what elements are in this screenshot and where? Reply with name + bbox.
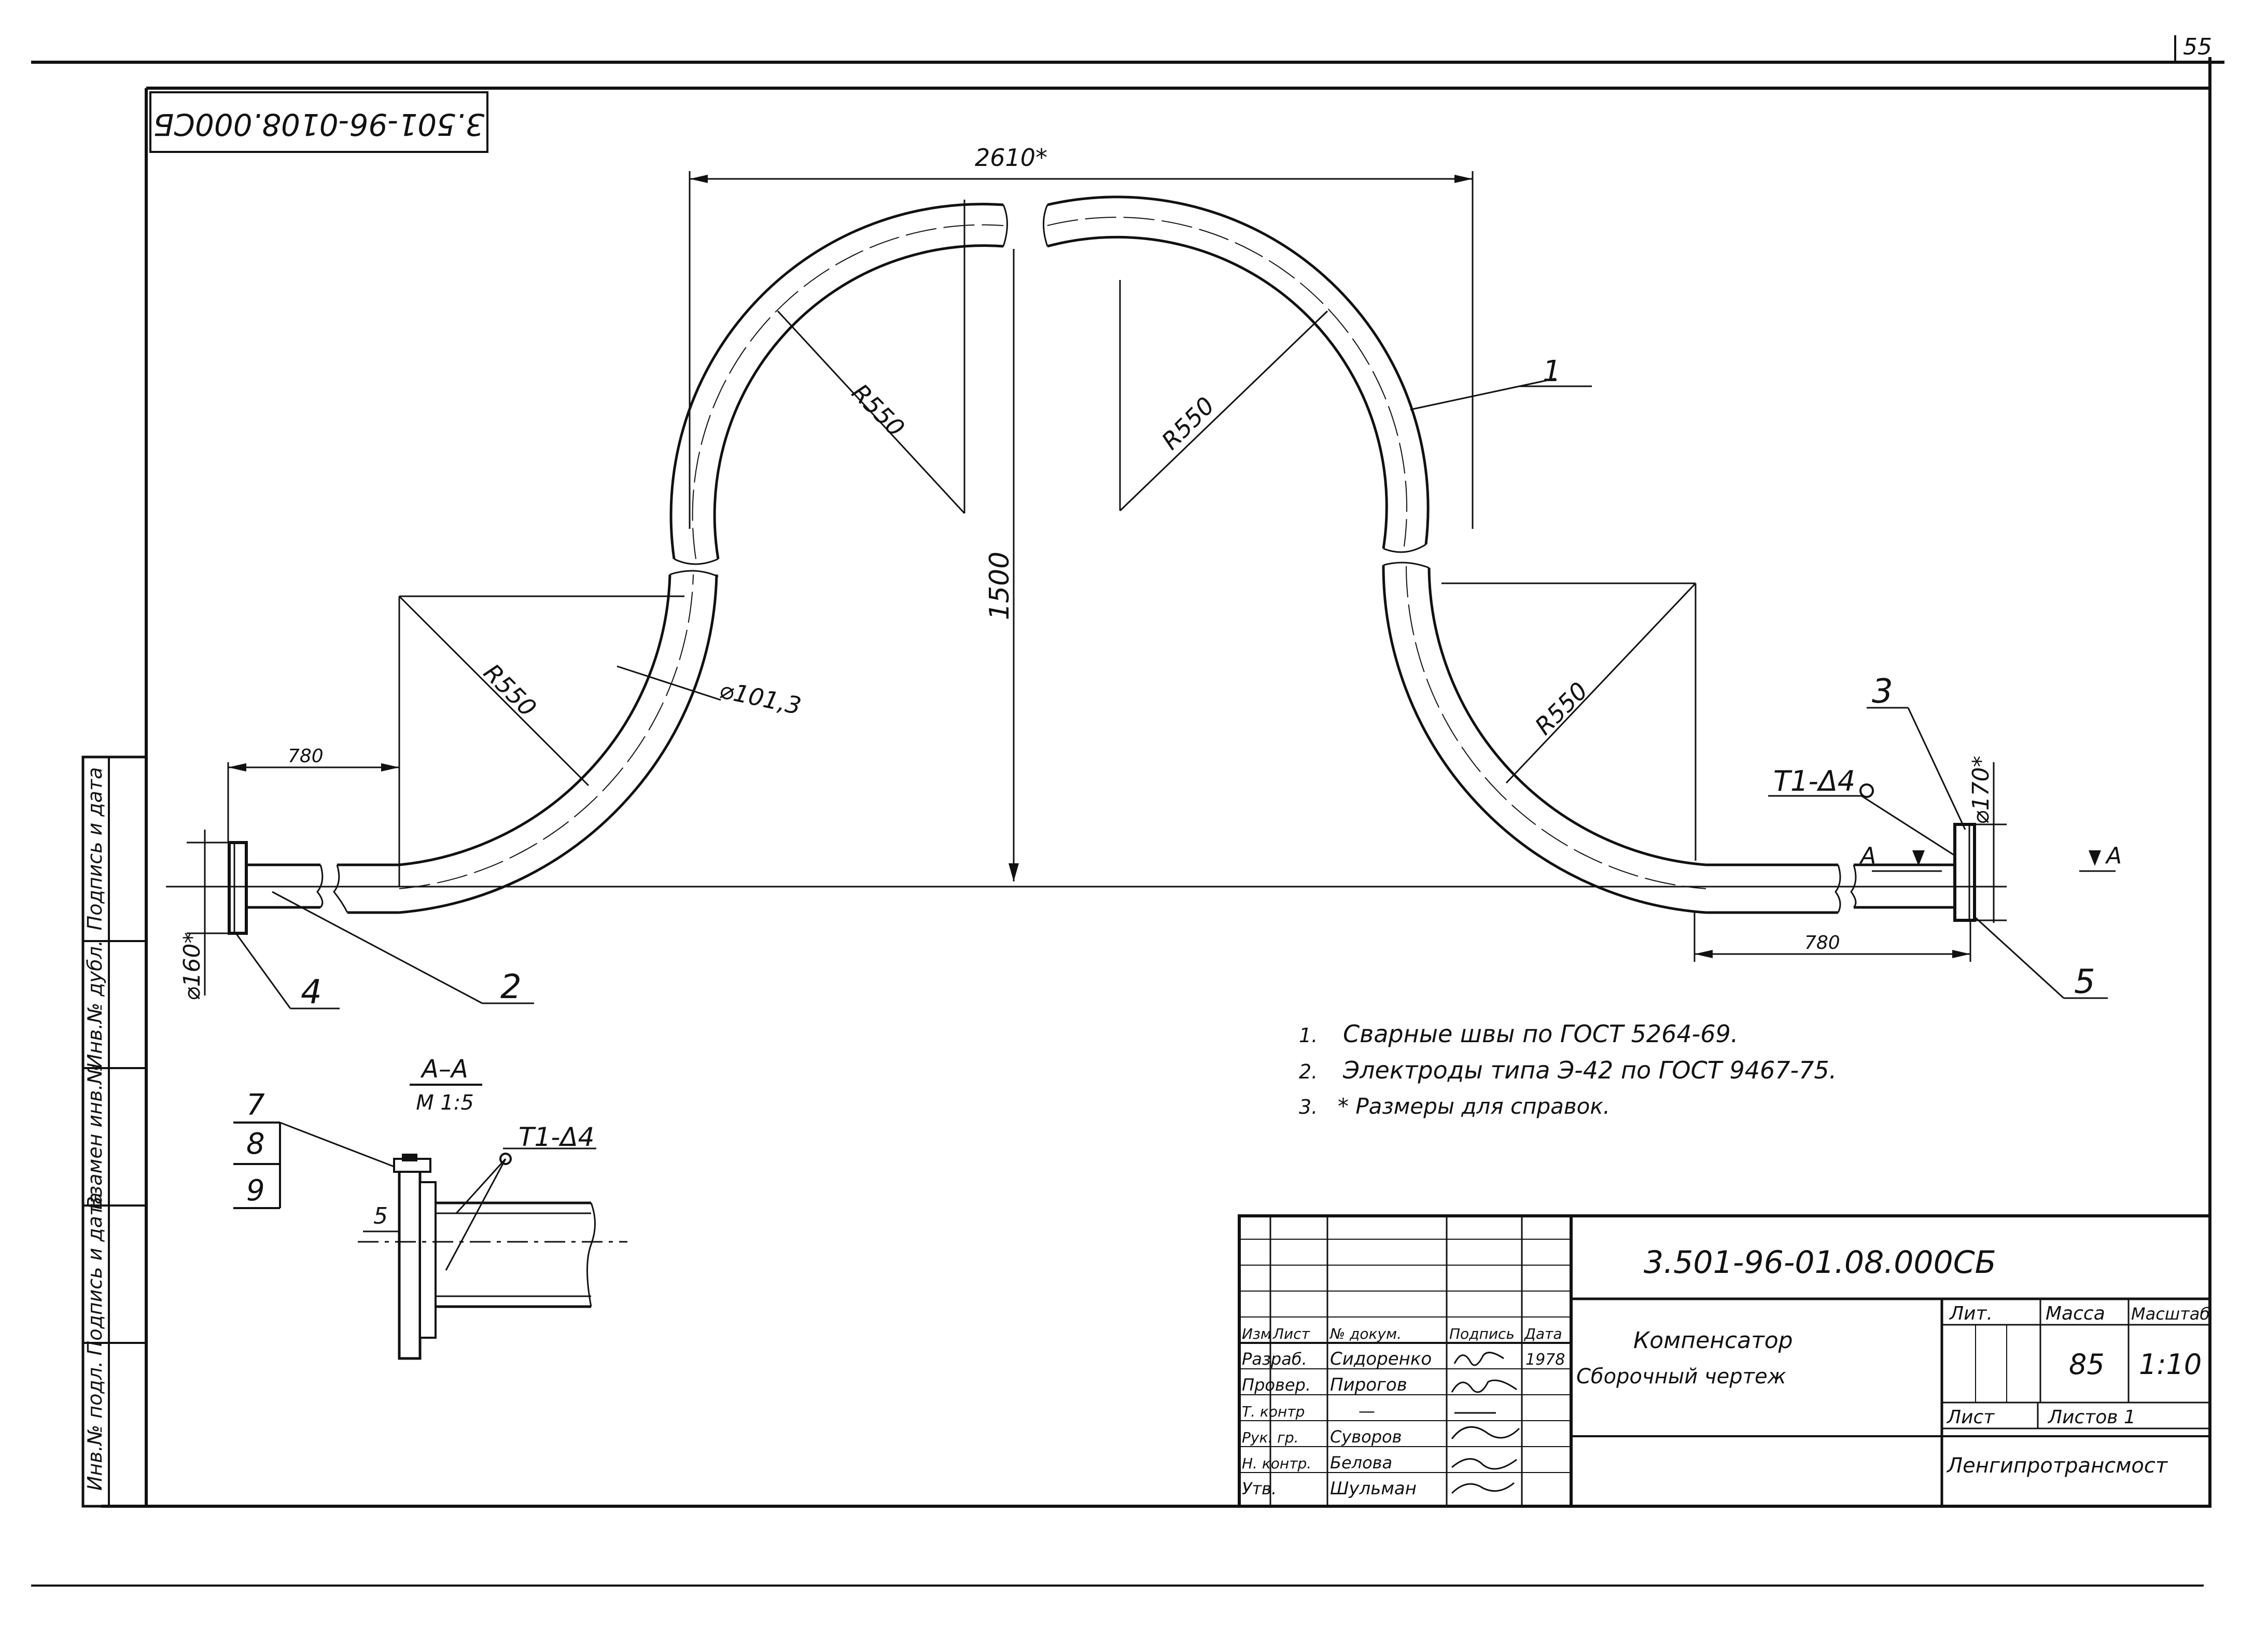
dim-pipe-diameter: ⌀101,3 bbox=[717, 676, 804, 720]
rotated-code-text: 3.501-96-0108.000СБ bbox=[153, 107, 485, 142]
stamp-vzamen: Взамен инв.№ bbox=[83, 1063, 106, 1210]
section-weld-label: T1-Δ4 bbox=[519, 1122, 594, 1152]
tb-name-2: Сборочный чертеж bbox=[1576, 1365, 1786, 1389]
tb-hdr-sign: Подпись bbox=[1449, 1325, 1515, 1342]
tb-sheets-label: Листов 1 bbox=[2047, 1407, 2136, 1428]
tb-sheet-label: Лист bbox=[1946, 1407, 1995, 1428]
tb-hdr-doc: № докум. bbox=[1329, 1325, 1402, 1342]
tb-role-4: Н. контр. bbox=[1242, 1455, 1311, 1472]
flange-left bbox=[228, 841, 248, 935]
tb-hdr-list: Лист bbox=[1272, 1325, 1310, 1342]
section-arrow-left bbox=[1912, 850, 1925, 866]
section-view: А–А М 1:5 T1-Δ4 7 8 9 5 bbox=[233, 1055, 627, 1360]
frame bbox=[31, 35, 2224, 1587]
section-label-a2: A bbox=[2105, 843, 2122, 869]
section-p8: 8 bbox=[246, 1127, 265, 1161]
note-1: Сварные швы по ГОСТ 5264-69. bbox=[1343, 1020, 1738, 1048]
flange-right bbox=[1953, 823, 1976, 922]
stamp-inv-podl: Инв.№ подл. bbox=[83, 1361, 106, 1491]
tb-name-1: Компенсатор bbox=[1633, 1327, 1793, 1354]
construction-lines bbox=[166, 200, 2007, 888]
dim-left-leg: 780 bbox=[288, 746, 324, 767]
tb-scale-value: 1:10 bbox=[2139, 1348, 2202, 1381]
callout-3: 3 bbox=[1872, 672, 1893, 711]
tb-mass-value: 85 bbox=[2069, 1348, 2105, 1381]
page-number: 55 bbox=[2183, 34, 2212, 60]
tb-role-5: Утв. bbox=[1242, 1479, 1277, 1498]
note-num-1: 1. bbox=[1299, 1024, 1318, 1047]
tb-lit-label: Лит. bbox=[1949, 1303, 1993, 1324]
tb-year: 1978 bbox=[1525, 1351, 1565, 1369]
title-block bbox=[1238, 1214, 2211, 1508]
dim-radius-left-lower: R550 bbox=[478, 658, 542, 722]
compensator-pipe bbox=[246, 195, 1955, 914]
dim-right-leg: 780 bbox=[1804, 932, 1840, 954]
callout-leaders bbox=[235, 377, 2116, 1010]
dim-height: 1500 bbox=[984, 552, 1015, 620]
callout-2: 2 bbox=[500, 968, 522, 1006]
stamp-podpis-1: Подпись и дата bbox=[83, 1193, 106, 1356]
callout-5: 5 bbox=[2074, 963, 2095, 1001]
note-num-3: 3. bbox=[1299, 1096, 1318, 1118]
section-arrow-right bbox=[2089, 850, 2101, 866]
tb-name-2b: — bbox=[1359, 1401, 1375, 1421]
tb-name-4: Белова bbox=[1330, 1453, 1392, 1473]
section-p5: 5 bbox=[373, 1203, 388, 1229]
tb-name-5: Шульман bbox=[1330, 1478, 1417, 1499]
dim-flange-left: ⌀160* bbox=[179, 932, 205, 1001]
signatures bbox=[1451, 1352, 1520, 1494]
tb-scale-label: Масштаб bbox=[2131, 1304, 2210, 1324]
tb-name-0: Сидоренко bbox=[1330, 1349, 1432, 1369]
tb-mass-label: Масса bbox=[2046, 1303, 2105, 1324]
dimension-arrows bbox=[228, 175, 1970, 958]
tb-role-3: Рук. гр. bbox=[1242, 1429, 1299, 1446]
section-p7: 7 bbox=[246, 1088, 265, 1122]
notes: 1. Сварные швы по ГОСТ 5264-69. 2. Элект… bbox=[1299, 1020, 1837, 1119]
stamp-inv-dubl: Инв.№ дубл. bbox=[83, 940, 106, 1069]
weld-dot-main bbox=[1859, 783, 1874, 798]
callout-4: 4 bbox=[301, 973, 322, 1012]
stamp-podpis-2: Подпись и дата bbox=[83, 767, 106, 931]
callout-1: 1 bbox=[1543, 355, 1561, 388]
dim-flange-right: ⌀170* bbox=[1968, 756, 1994, 824]
section-label-a: A bbox=[1859, 843, 1876, 869]
dim-radius-left-upper: R550 bbox=[846, 379, 910, 442]
tb-role-2: Т. контр bbox=[1242, 1403, 1305, 1420]
tb-name-1b: Пирогов bbox=[1330, 1375, 1407, 1395]
side-stamp-column: Инв.№ подл. Подпись и дата Взамен инв.№ … bbox=[81, 755, 148, 1508]
tb-hdr-date: Дата bbox=[1523, 1325, 1562, 1342]
dim-span-top: 2610* bbox=[975, 144, 1047, 172]
note-num-2: 2. bbox=[1299, 1060, 1318, 1083]
weld-label-main: T1-Δ4 bbox=[1773, 765, 1855, 797]
tb-role-1: Провер. bbox=[1242, 1375, 1311, 1395]
tb-name-3: Суворов bbox=[1330, 1427, 1402, 1447]
tb-org: Ленгипротрансмост bbox=[1946, 1454, 2168, 1478]
tb-doc-code: 3.501-96-01.08.000СБ bbox=[1644, 1244, 1996, 1281]
dim-radius-right-lower: R550 bbox=[1530, 677, 1593, 740]
rotated-code-stamp: 3.501-96-0108.000СБ bbox=[149, 91, 488, 153]
dimension-lines bbox=[187, 171, 2007, 996]
note-3: * Размеры для справок. bbox=[1338, 1094, 1610, 1119]
tb-role-0: Разраб. bbox=[1242, 1349, 1307, 1369]
section-scale: М 1:5 bbox=[416, 1091, 474, 1115]
section-p9: 9 bbox=[246, 1174, 265, 1208]
tb-hdr-izm: Изм bbox=[1242, 1325, 1271, 1342]
section-title: А–А bbox=[420, 1055, 468, 1084]
note-2: Электроды типа Э-42 по ГОСТ 9467-75. bbox=[1342, 1056, 1837, 1084]
